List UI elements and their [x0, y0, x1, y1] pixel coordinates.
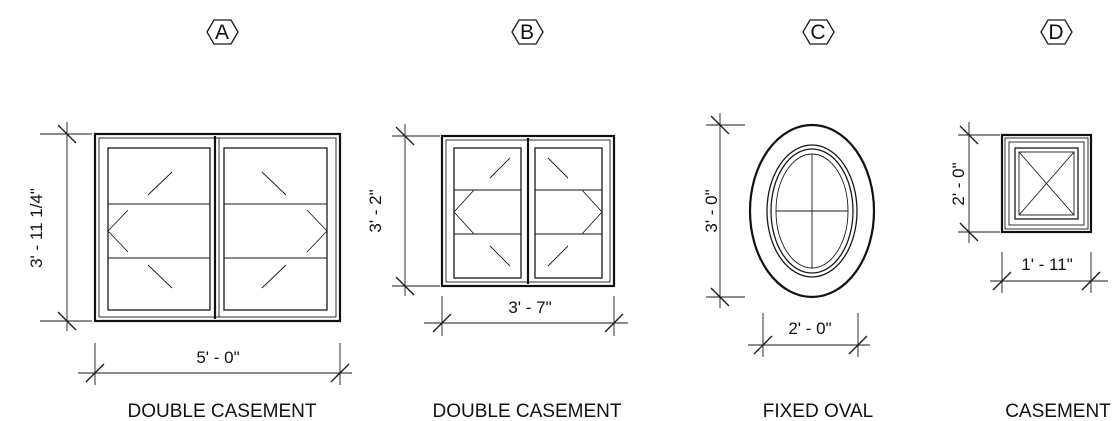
window-a-elevation — [93, 132, 342, 323]
window-d-type-label: CASEMENT — [1005, 401, 1111, 421]
window-d-width: 1' - 11" — [1021, 255, 1073, 274]
window-c-mark-tag: C — [802, 19, 835, 45]
window-a-mark: A — [215, 21, 229, 44]
window-c-elevation — [748, 123, 876, 299]
window-d-mark: D — [1048, 21, 1063, 44]
window-a-height: 3' - 11 1/4" — [27, 188, 46, 268]
window-b-mark: B — [520, 21, 534, 44]
window-d-mark-tag: D — [1040, 19, 1073, 45]
window-c-height-dimension: 3' - 0" — [702, 113, 745, 308]
window-d-elevation — [1000, 133, 1093, 234]
window-b: B 3' - 2" — [366, 19, 628, 421]
window-a-mark-tag: A — [206, 19, 239, 45]
window-d-height-dimension: 2' - 0" — [949, 122, 1000, 243]
window-c-mark: C — [810, 21, 825, 44]
window-c-width-dimension: 2' - 0" — [748, 313, 870, 357]
window-b-width: 3' - 7" — [508, 298, 551, 317]
window-a-width-dimension: 5' - 0" — [78, 343, 352, 385]
window-a-height-dimension: 3' - 11 1/4" — [27, 122, 92, 331]
window-c-type-label: FIXED OVAL — [763, 401, 874, 421]
window-b-width-dimension: 3' - 7" — [424, 296, 628, 336]
window-a-type-label: DOUBLE CASEMENT — [128, 401, 317, 421]
window-c: C 3' - 0" 2' - 0" FIXED OVAL — [702, 19, 876, 421]
window-d-width-dimension: 1' - 11" — [990, 252, 1108, 293]
window-b-height-dimension: 3' - 2" — [366, 124, 440, 296]
window-b-height: 3' - 2" — [366, 189, 385, 232]
window-b-mark-tag: B — [511, 19, 544, 45]
window-a-width: 5' - 0" — [196, 348, 239, 367]
window-d: D 2' - 0" 1' - 11" CASEMENT — [949, 19, 1111, 421]
window-d-height: 2' - 0" — [949, 162, 968, 205]
window-a: A 3' - 11 1/4 — [27, 19, 352, 421]
window-c-height: 3' - 0" — [702, 189, 721, 232]
window-b-type-label: DOUBLE CASEMENT — [433, 401, 622, 421]
window-b-elevation — [440, 134, 616, 288]
window-c-width: 2' - 0" — [788, 319, 831, 338]
